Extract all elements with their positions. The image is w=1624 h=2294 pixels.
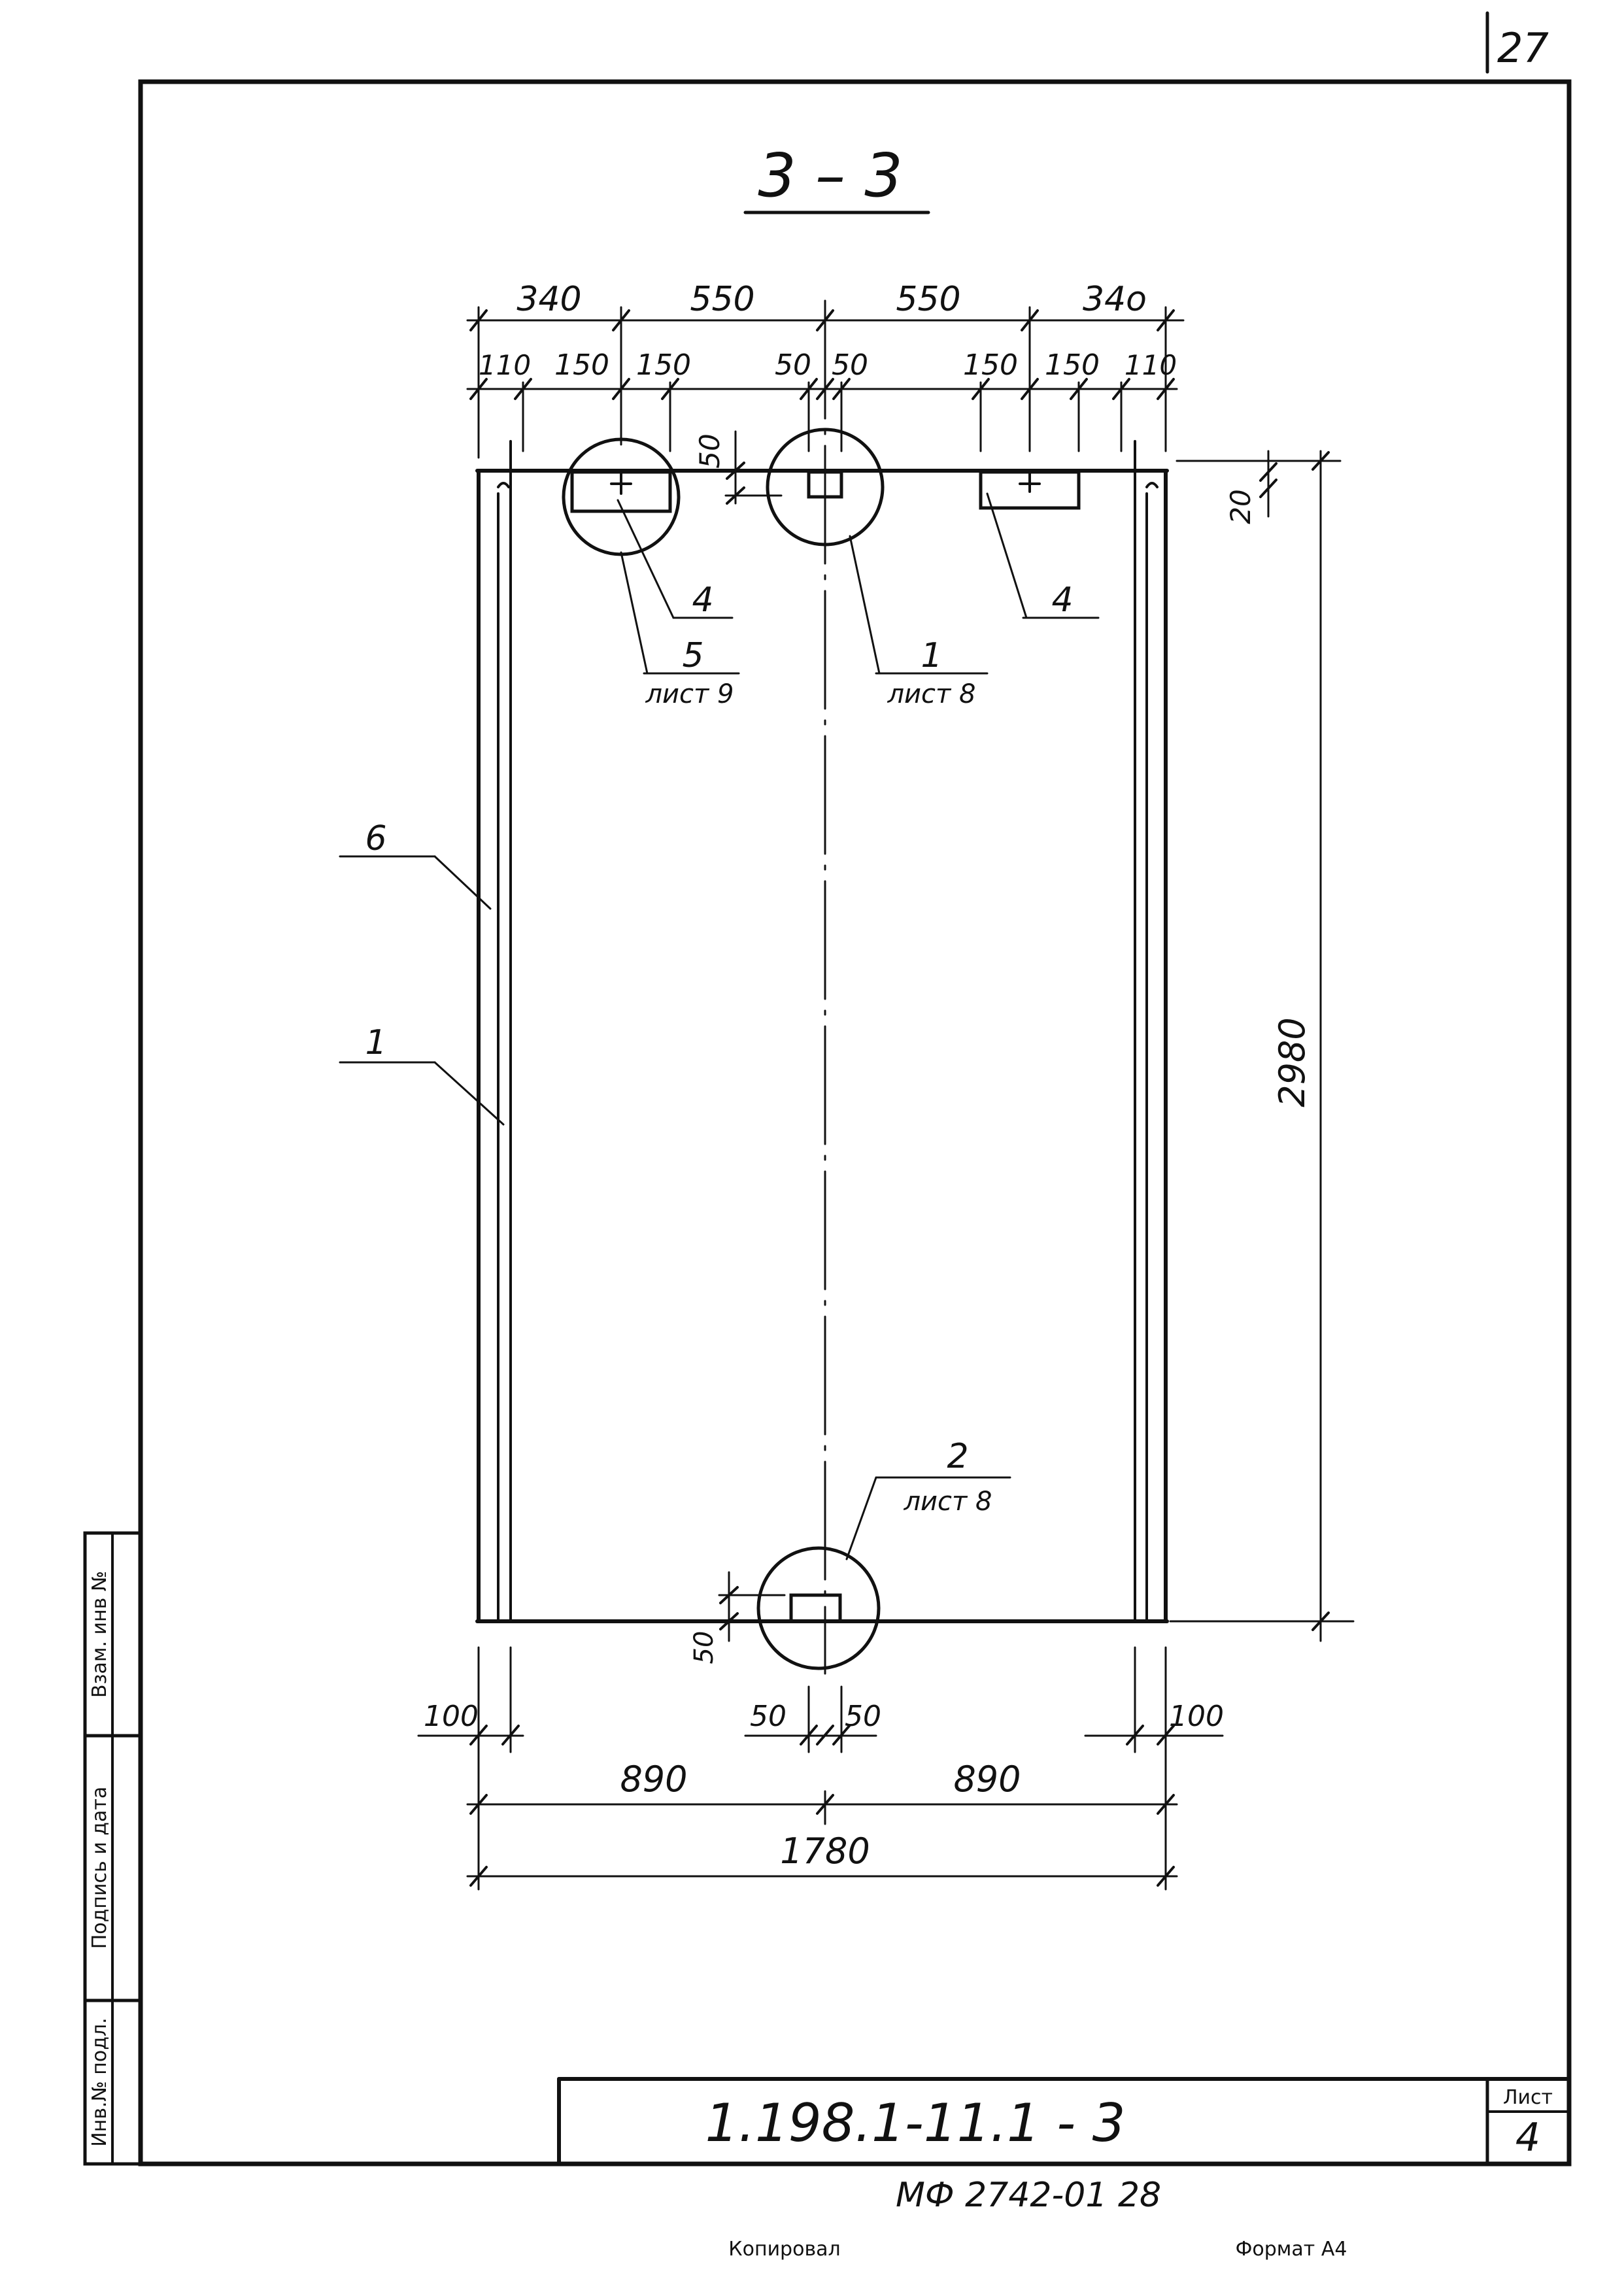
dim-50-a: 50 bbox=[775, 348, 811, 382]
callout-pos-2: 2 bbox=[947, 1437, 968, 1476]
sheet-value: 4 bbox=[1515, 2115, 1540, 2161]
callout-pos-1-left: 1 bbox=[365, 1023, 386, 1062]
dim-insert-offset-bottom-label: 50 bbox=[689, 1631, 719, 1664]
dim-bottom-100-right: 100 bbox=[1169, 1700, 1224, 1733]
page-number: 27 bbox=[1497, 24, 1549, 72]
callout-pos-4-left: 4 bbox=[692, 581, 713, 620]
format-label: Формат А4 bbox=[1236, 2238, 1347, 2261]
side-stamp bbox=[83, 1531, 143, 2166]
dim-50-b: 50 bbox=[832, 348, 868, 382]
dim-insert-offset-bottom bbox=[718, 1571, 786, 1642]
dim-bottom-100-left: 100 bbox=[424, 1700, 479, 1733]
dim-150-c: 150 bbox=[963, 348, 1018, 382]
order-code: МФ 2742-01 28 bbox=[896, 2176, 1161, 2215]
embedded-part-top-right bbox=[979, 470, 1081, 510]
dim-top-550-right: 550 bbox=[896, 280, 960, 319]
callout-sheet-9: лист 9 bbox=[645, 679, 734, 709]
side-stamp-inv-replace: Взам. инв № bbox=[88, 1571, 111, 1698]
bottom-dimension-chains bbox=[417, 1646, 1224, 1891]
dim-height-2980: 2980 bbox=[1272, 1017, 1313, 1107]
top-dimension-chains bbox=[466, 306, 1185, 459]
dim-right-side bbox=[1169, 450, 1355, 1642]
dim-insert-offset-top-label: 50 bbox=[694, 433, 726, 468]
callout-sheet-8-top: лист 8 bbox=[887, 679, 975, 709]
callout-pos-1-top: 1 bbox=[921, 636, 942, 675]
side-stamp-inv-original: Инв.№ подл. bbox=[88, 2017, 111, 2146]
dim-150-d: 150 bbox=[1045, 348, 1100, 382]
title-block bbox=[557, 2077, 1571, 2166]
dim-110-right: 110 bbox=[1125, 349, 1177, 381]
copied-label: Копировал bbox=[728, 2238, 840, 2261]
dim-right-20: 20 bbox=[1225, 489, 1257, 524]
dim-bottom-1780: 1780 bbox=[780, 1830, 870, 1872]
section-title: 3 – 3 bbox=[758, 141, 903, 211]
panel-section bbox=[475, 299, 1169, 1675]
callout-pos-4-right: 4 bbox=[1051, 581, 1073, 620]
drawing-frame bbox=[138, 79, 1572, 2167]
dim-110-left: 110 bbox=[479, 349, 531, 381]
dim-bottom-50-left: 50 bbox=[750, 1700, 787, 1733]
embedded-part-bottom-center bbox=[756, 1546, 881, 1670]
dim-top-550-left: 550 bbox=[690, 280, 754, 319]
embedded-part-top-left bbox=[562, 437, 681, 556]
sheet-label: Лист bbox=[1503, 2086, 1553, 2109]
callout-sheet-8-bottom: лист 8 bbox=[903, 1487, 992, 1517]
dim-150-b: 150 bbox=[636, 348, 691, 382]
embedded-part-top-center bbox=[766, 428, 885, 547]
doc-code: 1.198.1-11.1 - 3 bbox=[705, 2093, 1126, 2153]
dim-top-340-left: 340 bbox=[516, 280, 581, 319]
callout-pos-6: 6 bbox=[365, 819, 386, 858]
side-stamp-signature-date: Подпись и дата bbox=[88, 1787, 111, 1949]
dim-top-340-right: 34о bbox=[1083, 280, 1147, 319]
anchor-mark-right bbox=[1145, 482, 1159, 488]
dim-150-a: 150 bbox=[554, 348, 609, 382]
anchor-mark-left bbox=[497, 482, 510, 488]
dim-bottom-50-right: 50 bbox=[845, 1700, 881, 1733]
callout-leaders bbox=[339, 492, 1100, 1560]
dim-bottom-890-right: 890 bbox=[953, 1759, 1021, 1800]
callout-pos-5: 5 bbox=[682, 636, 703, 675]
dim-bottom-890-left: 890 bbox=[620, 1759, 687, 1800]
dim-insert-offset-top bbox=[724, 430, 783, 505]
